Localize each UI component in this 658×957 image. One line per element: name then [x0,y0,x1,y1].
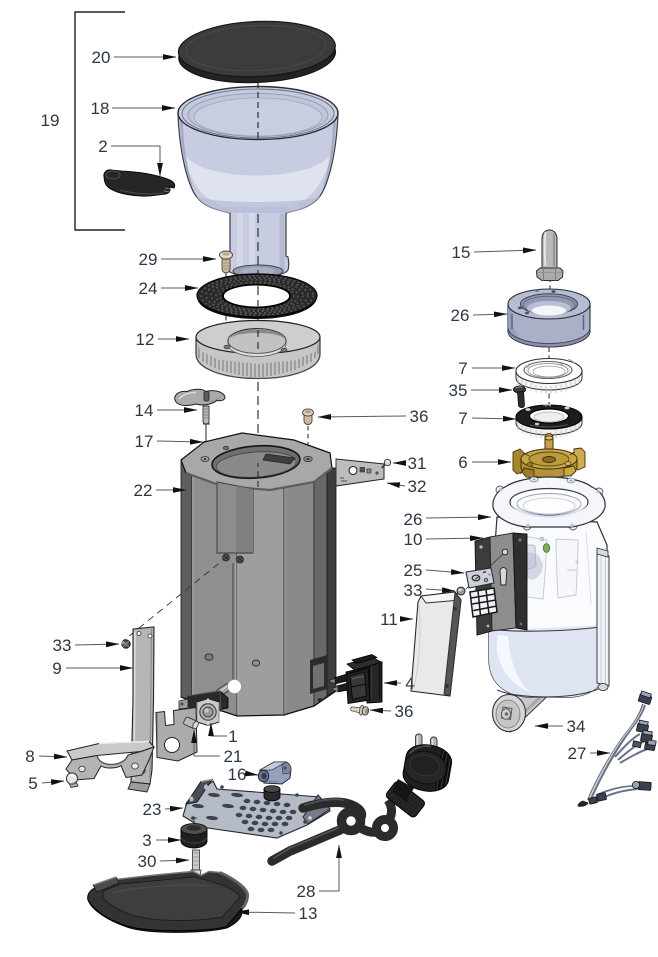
svg-text:23: 23 [143,800,162,819]
svg-text:24: 24 [139,279,158,298]
svg-text:3: 3 [142,831,151,850]
svg-text:25: 25 [404,561,423,580]
svg-text:2: 2 [98,137,107,156]
svg-text:14: 14 [135,401,154,420]
svg-text:20: 20 [92,48,111,67]
svg-text:5: 5 [28,774,37,793]
svg-text:7: 7 [458,409,467,428]
svg-text:22: 22 [134,481,153,500]
svg-text:35: 35 [449,381,468,400]
svg-text:33: 33 [404,581,423,600]
svg-text:13: 13 [299,904,318,923]
svg-text:16: 16 [228,765,247,784]
svg-text:33: 33 [53,636,72,655]
svg-text:32: 32 [408,477,427,496]
svg-text:15: 15 [452,243,471,262]
svg-text:30: 30 [138,852,157,871]
svg-text:6: 6 [458,453,467,472]
svg-text:21: 21 [224,747,243,766]
svg-text:19: 19 [41,111,60,130]
svg-text:29: 29 [139,250,158,269]
svg-text:26: 26 [404,510,423,529]
svg-text:34: 34 [567,717,586,736]
svg-text:9: 9 [52,659,61,678]
svg-text:1: 1 [228,727,237,746]
svg-text:31: 31 [408,454,427,473]
svg-text:4: 4 [405,674,414,693]
svg-text:27: 27 [568,744,587,763]
svg-text:8: 8 [25,747,34,766]
svg-text:36: 36 [410,407,429,426]
svg-text:26: 26 [451,306,470,325]
svg-text:10: 10 [404,530,423,549]
svg-text:12: 12 [136,330,155,349]
svg-text:17: 17 [135,432,154,451]
svg-text:11: 11 [380,610,398,629]
svg-text:36: 36 [395,702,414,721]
svg-text:28: 28 [297,882,316,901]
svg-text:7: 7 [458,359,467,378]
svg-text:18: 18 [91,99,110,118]
